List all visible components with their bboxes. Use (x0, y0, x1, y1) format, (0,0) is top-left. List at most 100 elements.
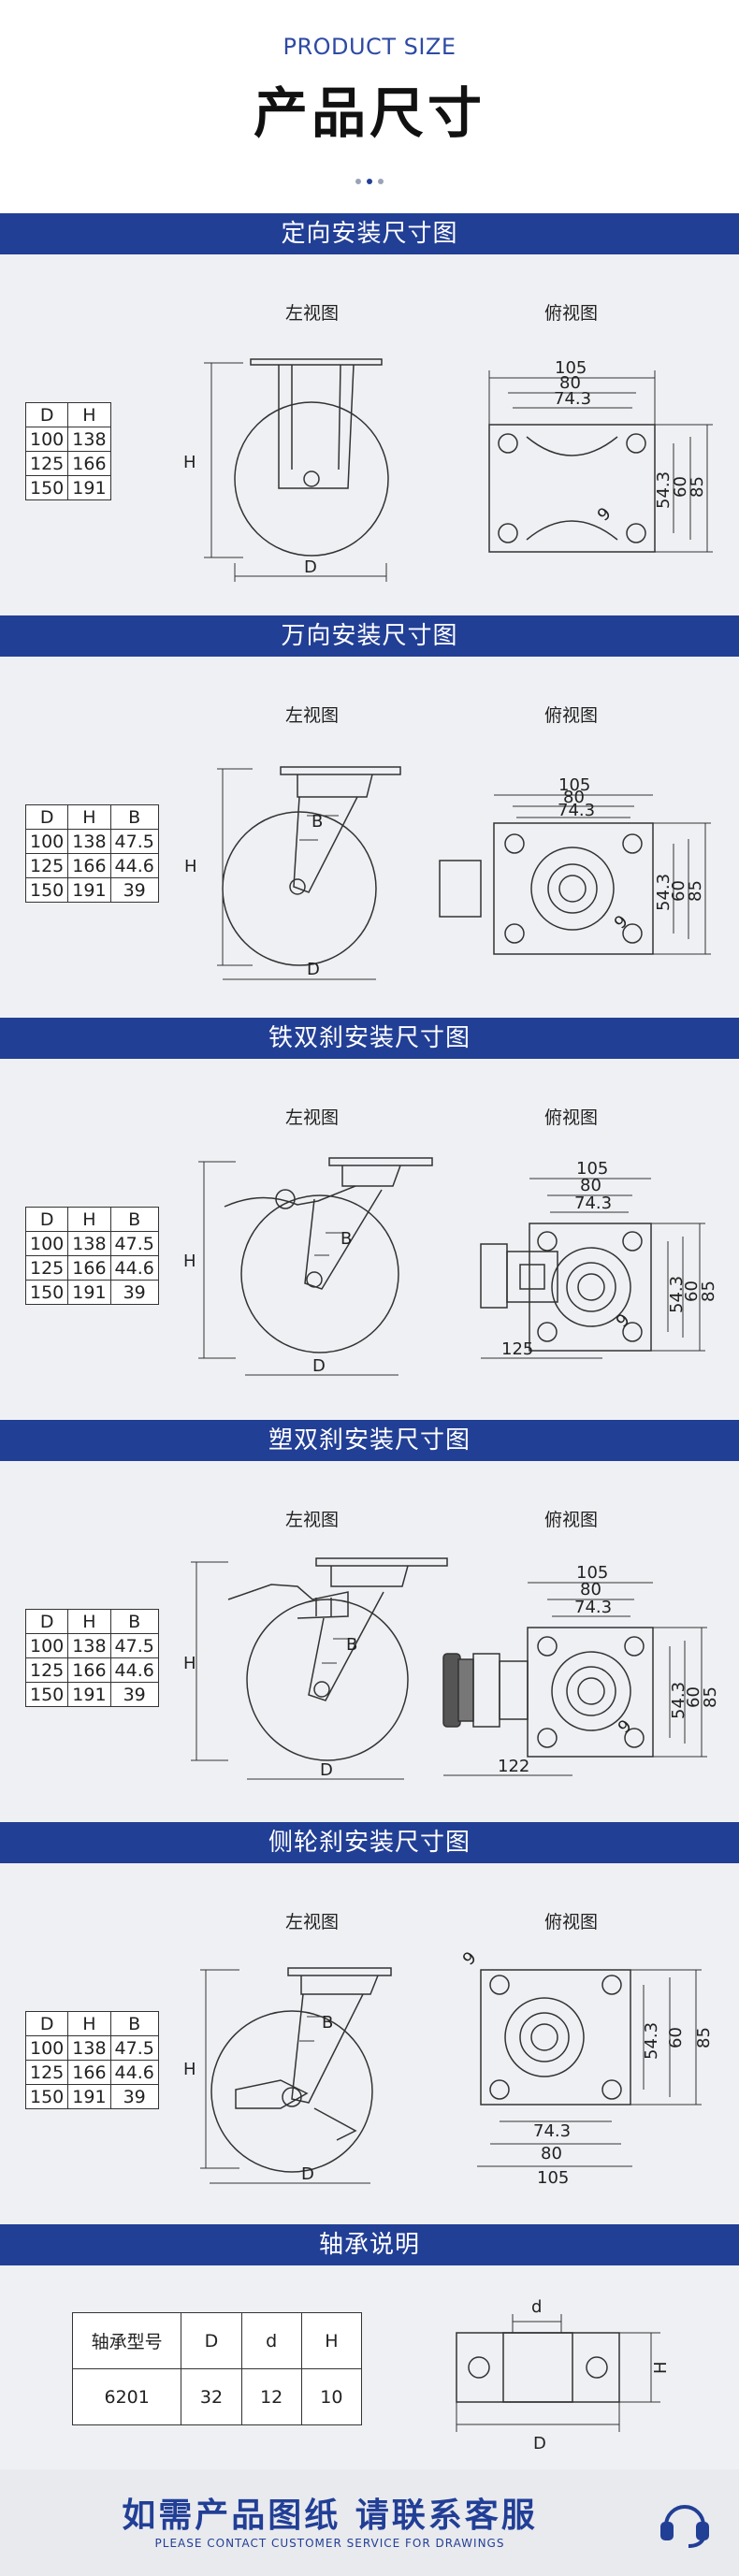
table-header: D (24, 402, 69, 427)
left-view-label: 左视图 (285, 705, 340, 726)
top-view-label: 俯视图 (544, 1107, 599, 1128)
top-view-label: 俯视图 (544, 705, 599, 726)
table-cell: 44.6 (109, 2060, 159, 2085)
table-cell: 6201 (71, 2368, 182, 2425)
table-cell: 32 (181, 2368, 242, 2425)
rigid-top-view (488, 370, 713, 553)
top-view-label: 俯视图 (544, 1510, 599, 1530)
iron-brake-caster-drawing: H D B 105 80 74.3 125 54.3 60 85 9 (183, 1157, 718, 1376)
dim-105: 105 (537, 2168, 569, 2188)
rigid-caster-drawing: H D 105 80 74.3 54.3 60 85 9 (183, 358, 713, 582)
dim-hole: 9 (594, 504, 616, 526)
table-cell: 100 (24, 1633, 69, 1658)
table-header: H (67, 804, 111, 830)
dim-80: 80 (541, 2144, 562, 2164)
dim-b: B (341, 1229, 352, 1249)
dim-80: 80 (580, 1176, 601, 1195)
table-cell: 138 (67, 427, 111, 452)
table-cell: 138 (67, 1633, 111, 1658)
dim-74-3: 74.3 (574, 1194, 612, 1213)
dim-60: 60 (669, 880, 688, 902)
table-header: H (300, 2312, 363, 2369)
table-cell: 191 (67, 1682, 111, 1707)
table-cell: 12 (240, 2368, 302, 2425)
table-header: H (67, 402, 111, 427)
footer-cta-en: PLEASE CONTACT CUSTOMER SERVICE FOR DRAW… (154, 2537, 505, 2550)
bearing-dim-h: H (651, 2361, 671, 2374)
table-header: B (109, 1609, 159, 1634)
table-header: B (109, 804, 159, 830)
header-title-cn: 产品尺寸 (253, 81, 485, 145)
dim-85: 85 (688, 476, 707, 498)
headset-icon[interactable] (657, 2494, 713, 2550)
dim-h: H (183, 2060, 196, 2079)
section-band: 铁双刹安装尺寸图 (0, 1018, 739, 1059)
dim-54-3: 54.3 (642, 2022, 661, 2060)
contact-footer: 如需产品图纸 请联系客服 PLEASE CONTACT CUSTOMER SER… (0, 2469, 739, 2576)
dim-80: 80 (563, 788, 585, 807)
table-cell: 47.5 (109, 1231, 159, 1256)
dim-105: 105 (576, 1159, 608, 1179)
dim-hole: 9 (611, 912, 632, 933)
dim-105: 105 (576, 1563, 608, 1583)
table-cell: 150 (24, 2084, 69, 2109)
table-header: B (109, 1207, 159, 1232)
bearing-drawing: d H D (456, 2297, 671, 2453)
side-brake-top-view (477, 1969, 702, 2167)
table-cell: 47.5 (109, 2035, 159, 2061)
table-cell: 150 (24, 475, 69, 500)
dim-85: 85 (694, 2027, 714, 2048)
table-cell: 166 (67, 1255, 111, 1281)
dim-d: D (312, 1356, 326, 1376)
dim-h: H (183, 1252, 196, 1271)
table-cell: 191 (67, 1280, 111, 1305)
table-cell: 39 (109, 2084, 159, 2109)
table-header: H (67, 1207, 111, 1232)
table-cell: 125 (24, 1255, 69, 1281)
dim-85: 85 (686, 880, 705, 902)
dim-d: D (320, 1760, 333, 1780)
section-band: 塑双刹安装尺寸图 (0, 1420, 739, 1461)
table-cell: 166 (67, 853, 111, 878)
dim-85: 85 (701, 1686, 720, 1708)
top-view-label: 俯视图 (544, 1912, 599, 1932)
left-view-label: 左视图 (285, 1510, 340, 1530)
dim-74-3: 74.3 (558, 801, 595, 820)
rigid-side-view (204, 358, 389, 582)
table-cell: 100 (24, 2035, 69, 2061)
table-header: 轴承型号 (71, 2312, 182, 2369)
dim-b: B (312, 812, 323, 832)
table-cell: 166 (67, 2060, 111, 2085)
table-cell: 39 (109, 1682, 159, 1707)
table-cell: 10 (300, 2368, 363, 2425)
header-dots (0, 170, 739, 188)
page-header: PRODUCT SIZE 产品尺寸 (0, 0, 739, 213)
bearing-dim-d-big: D (533, 2434, 546, 2453)
dim-hole: 9 (459, 1948, 481, 1970)
dim-h: H (184, 857, 197, 876)
table-cell: 125 (24, 2060, 69, 2085)
table-cell: 191 (67, 877, 111, 903)
dim-60: 60 (684, 1686, 703, 1708)
table-header: D (181, 2312, 242, 2369)
footer-cta: 如需产品图纸 请联系客服 (122, 2496, 538, 2535)
table-cell: 47.5 (109, 829, 159, 854)
iron-brake-side-view (198, 1157, 433, 1376)
dim-54-3: 54.3 (669, 1682, 688, 1719)
dim-b: B (322, 2013, 333, 2033)
dim-54-3: 54.3 (654, 471, 674, 509)
side-brake-caster-drawing: H D B 74.3 80 105 54.3 60 85 9 (183, 1948, 714, 2188)
bearing-dim-d-small: d (531, 2297, 542, 2317)
dim-d: D (307, 960, 320, 979)
dim-b: B (346, 1635, 357, 1655)
swivel-caster-drawing: H D B 105 80 74.3 54.3 60 85 9 (184, 766, 711, 980)
left-view-label: 左视图 (285, 1107, 340, 1128)
section-bearing: 轴承型号 D d H 6201 32 12 10 d (0, 2265, 739, 2469)
dim-d: D (304, 557, 317, 577)
top-view-label: 俯视图 (544, 303, 599, 324)
table-cell: 44.6 (109, 1255, 159, 1281)
